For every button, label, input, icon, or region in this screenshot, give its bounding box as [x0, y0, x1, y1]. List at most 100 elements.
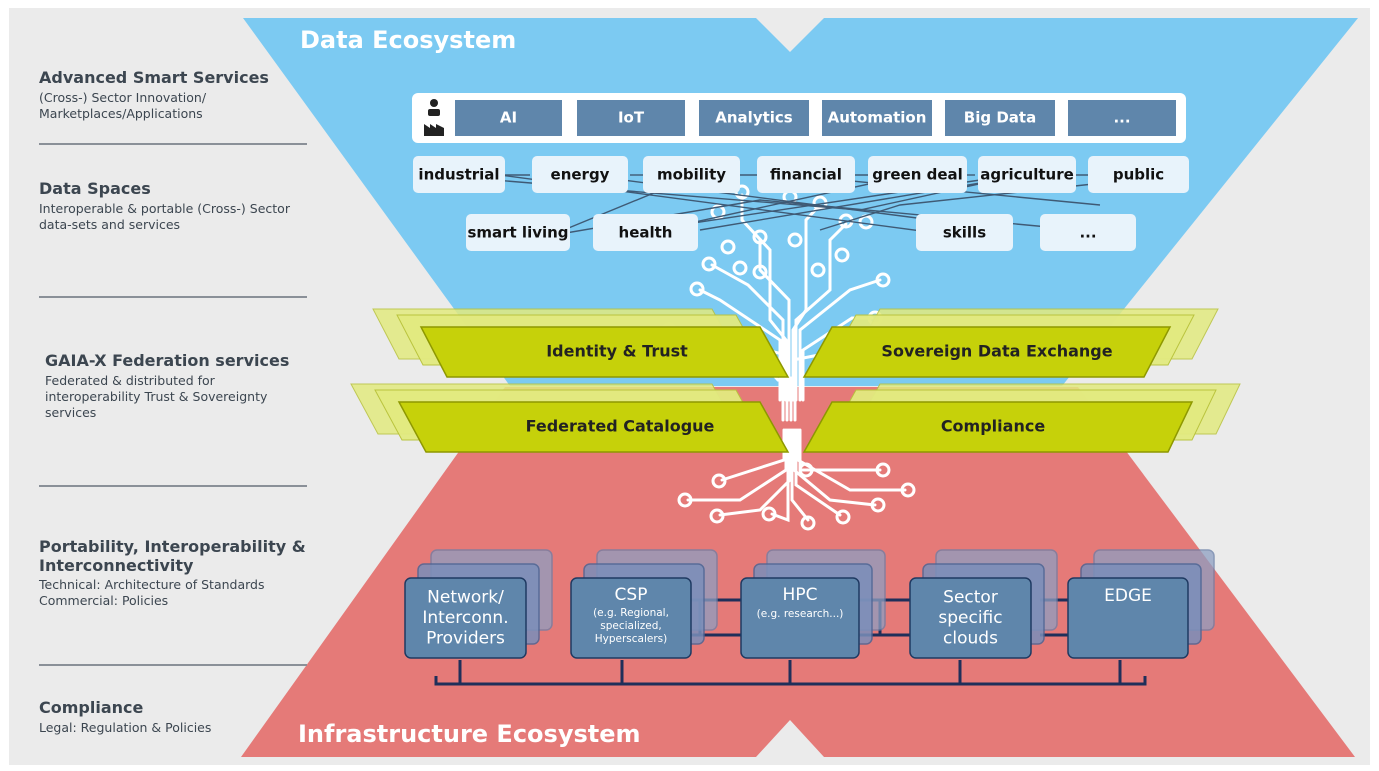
tree-node — [787, 232, 803, 248]
tree-branch — [790, 428, 810, 522]
user-body — [428, 109, 440, 116]
federation-service-label: Compliance — [941, 417, 1046, 436]
data-space-box — [868, 156, 967, 193]
data-space-box — [757, 156, 855, 193]
layer-separator — [39, 485, 307, 487]
layer-separator — [39, 143, 307, 145]
federation-service-box — [419, 326, 790, 378]
data-space-label: agriculture — [980, 166, 1074, 184]
infrastructure-box — [404, 577, 527, 659]
smart-service-tile — [1068, 100, 1176, 136]
infrastructure-box — [570, 577, 692, 659]
infrastructure-box — [909, 577, 1032, 659]
layer-separator — [39, 296, 307, 298]
tree-branch — [720, 428, 786, 482]
federation-service-label: Federated Catalogue — [526, 417, 715, 436]
data-space-box — [532, 156, 628, 193]
data-space-box — [1040, 214, 1136, 251]
data-space-box — [413, 156, 505, 193]
layer-title: Portability, Interoperability & Intercon… — [39, 537, 306, 575]
tree-node — [752, 229, 768, 245]
tree-branch — [794, 222, 848, 402]
data-space-box — [466, 214, 570, 251]
federation-service-box — [802, 401, 1194, 453]
layer-portability: Portability, Interoperability & Intercon… — [39, 537, 309, 609]
layer-subtitle: (Cross-) Sector Innovation/ Marketplaces… — [39, 90, 207, 121]
tree-node — [701, 256, 717, 272]
infrastructure-box-title: Network/Interconn.Providers — [422, 588, 508, 649]
layer-title: Data Spaces — [39, 179, 151, 198]
tree-branch — [758, 238, 791, 402]
data-space-label: industrial — [418, 166, 499, 184]
user-head — [430, 99, 438, 107]
tree-node — [870, 497, 886, 513]
tree-node — [834, 247, 850, 263]
tree-branch — [792, 428, 877, 507]
smart-service-label: Automation — [828, 109, 927, 127]
data-space-label: energy — [551, 166, 610, 184]
tree-node — [838, 213, 854, 229]
layer-compliance: Compliance Legal: Regulation & Policies — [39, 698, 309, 736]
layer-subtitle: Interoperable & portable (Cross-) Sector… — [39, 201, 290, 232]
infrastructure-box-title: EDGE — [1104, 586, 1152, 606]
factory-shape — [424, 124, 444, 136]
tree-node — [710, 204, 726, 220]
data-space-label: financial — [770, 166, 842, 184]
data-space-box — [978, 156, 1076, 193]
data-space-label: skills — [943, 224, 986, 242]
tree-node — [800, 515, 816, 531]
smart-service-label: AI — [500, 109, 517, 127]
smart-service-tile — [699, 100, 809, 136]
tree-branch — [796, 428, 907, 492]
federation-service-label: Identity & Trust — [546, 342, 688, 361]
smart-service-tile — [822, 100, 932, 136]
tree-node — [677, 492, 693, 508]
user-factory-icon — [424, 99, 444, 136]
tree-node — [711, 473, 727, 489]
infrastructure-box-title: HPC — [783, 585, 818, 605]
data-space-box — [916, 214, 1013, 251]
layer-federation-services: GAIA-X Federation services Federated & d… — [39, 351, 309, 421]
layer-separator — [39, 664, 307, 666]
tree-node — [835, 509, 851, 525]
data-space-label: health — [619, 224, 673, 242]
tree-node — [752, 264, 768, 280]
data-space-label: green deal — [872, 166, 963, 184]
infrastructure-ecosystem-title: Infrastructure Ecosystem — [298, 720, 641, 748]
infrastructure-box-title: CSP — [615, 585, 648, 605]
data-space-box — [643, 156, 740, 193]
tree-node — [689, 281, 705, 297]
smart-service-label: ... — [1113, 109, 1130, 127]
data-space-label: ... — [1079, 224, 1096, 242]
tree-branch — [718, 428, 792, 517]
layer-subtitle: Federated & distributed for interoperabi… — [45, 373, 268, 420]
tree-branch — [798, 278, 882, 402]
tree-branch — [710, 263, 785, 402]
tree-node — [720, 239, 736, 255]
data-space-label: mobility — [657, 166, 726, 184]
tree-branch — [794, 428, 842, 517]
layer-title: GAIA-X Federation services — [45, 351, 290, 370]
bottom-notch — [756, 724, 824, 761]
layer-data-spaces: Data Spaces Interoperable & portable (Cr… — [39, 179, 309, 233]
tree-node — [732, 260, 748, 276]
smart-service-tile — [577, 100, 685, 136]
smart-service-tile — [945, 100, 1055, 136]
layer-title: Compliance — [39, 698, 144, 717]
layer-subtitle: Technical: Architecture of Standards Com… — [39, 577, 265, 608]
tree-node — [761, 506, 777, 522]
data-space-box — [1088, 156, 1189, 193]
tree-node — [810, 262, 826, 278]
tree-node — [798, 462, 814, 478]
infrastructure-box — [740, 577, 860, 659]
tree-node — [875, 272, 891, 288]
smart-service-tile — [455, 100, 562, 136]
infrastructure-box — [1067, 577, 1189, 659]
tree-node — [900, 482, 916, 498]
infrastructure-box-note: (e.g. research...) — [757, 608, 844, 620]
federation-service-label: Sovereign Data Exchange — [881, 342, 1112, 361]
tree-node — [875, 462, 891, 478]
